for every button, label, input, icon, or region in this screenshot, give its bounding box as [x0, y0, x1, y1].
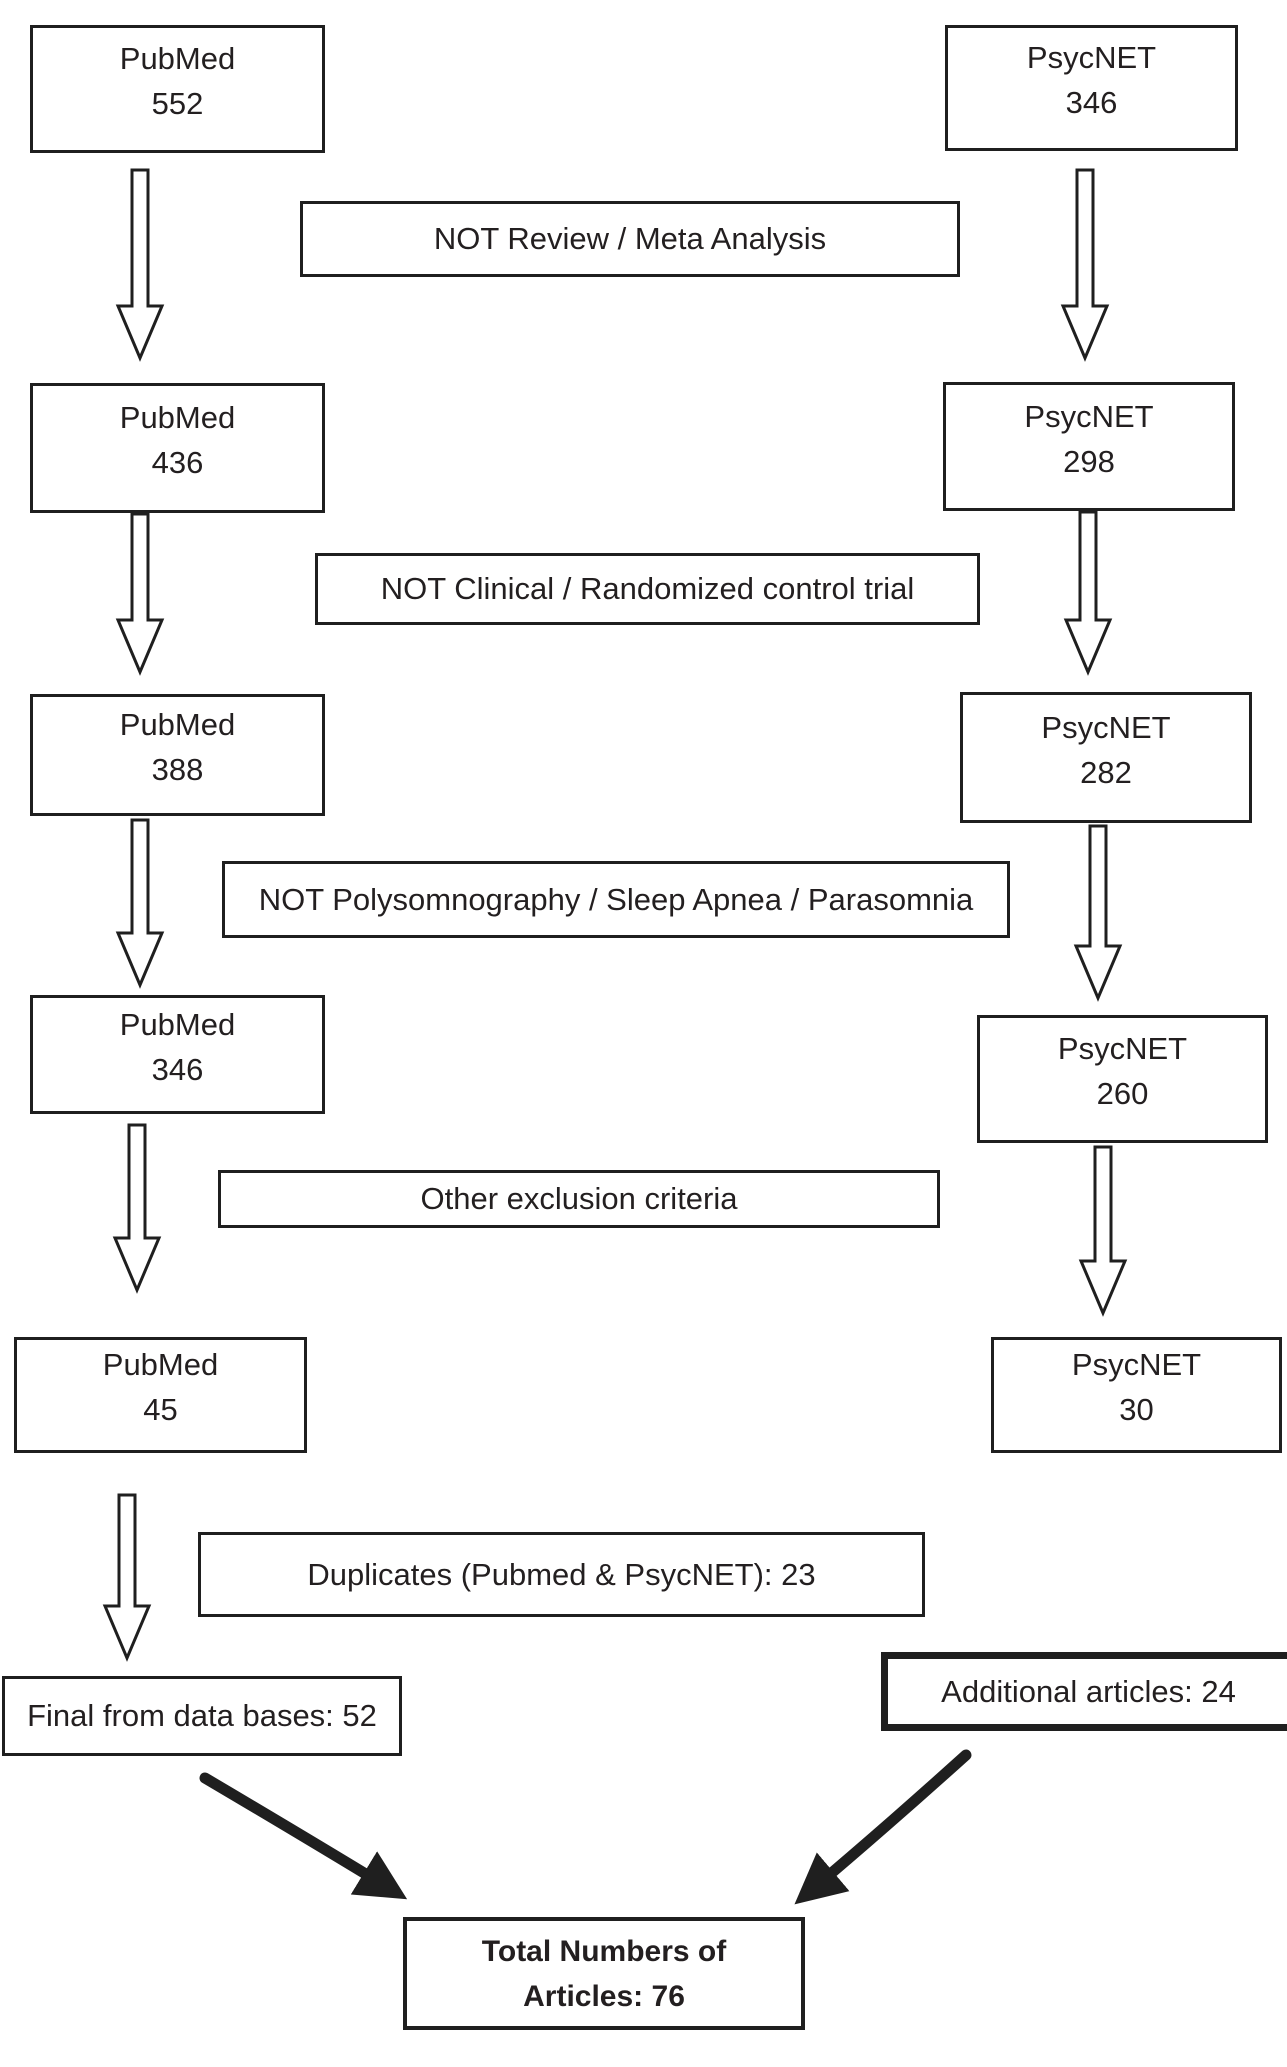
pubmed-box-45: PubMed 45 [14, 1337, 307, 1453]
filter-label: NOT Review / Meta Analysis [433, 221, 827, 256]
psycnet-box-298: PsycNET 298 [943, 382, 1235, 511]
additional-articles-label: Additional articles: 24 [941, 1673, 1236, 1709]
arrow-pubmed-436-to-388 [115, 512, 165, 676]
filter-box-not-clinical: NOT Clinical / Randomized control trial [315, 553, 980, 625]
filter-label: NOT Polysomnography / Sleep Apnea / Para… [258, 881, 974, 917]
db-source-label: PsycNET [1057, 1031, 1188, 1067]
filter-box-not-review: NOT Review / Meta Analysis [300, 201, 960, 277]
filter-box-duplicates: Duplicates (Pubmed & PsycNET): 23 [198, 1532, 925, 1617]
db-count: 298 [1063, 443, 1115, 479]
db-count: 30 [1119, 1392, 1154, 1427]
filter-label: Duplicates (Pubmed & PsycNET): 23 [307, 1556, 816, 1592]
arrow-pubmed-346-to-45 [112, 1123, 162, 1294]
total-articles-box: Total Numbers of Articles: 76 [403, 1917, 805, 2030]
db-source-label: PubMed [119, 400, 236, 436]
pubmed-box-346: PubMed 346 [30, 995, 325, 1114]
db-source-label: PsycNET [1071, 1347, 1202, 1383]
arrow-psycnet-346-to-298 [1060, 168, 1110, 362]
db-count: 282 [1080, 754, 1132, 790]
arrow-pubmed-45-to-final [102, 1493, 152, 1662]
arrow-pubmed-552-to-436 [115, 168, 165, 362]
additional-articles-box: Additional articles: 24 [881, 1652, 1287, 1731]
filter-box-not-polysomnography: NOT Polysomnography / Sleep Apnea / Para… [222, 861, 1010, 938]
pubmed-box-388: PubMed 388 [30, 694, 325, 816]
total-articles-line1: Total Numbers of [481, 1934, 727, 1968]
db-source-label: PubMed [119, 1006, 236, 1042]
db-count: 45 [143, 1392, 178, 1427]
db-count: 552 [151, 86, 204, 121]
db-count: 346 [151, 1051, 204, 1087]
psycnet-box-282: PsycNET 282 [960, 692, 1252, 823]
db-count: 388 [151, 752, 204, 787]
total-articles-line2: Articles: 76 [523, 1979, 685, 2013]
db-source-label: PubMed [102, 1347, 219, 1383]
pubmed-box-552: PubMed 552 [30, 25, 325, 153]
arrow-psycnet-260-to-30 [1078, 1145, 1128, 1317]
arrow-psycnet-298-to-282 [1063, 510, 1113, 676]
final-from-databases-box: Final from data bases: 52 [2, 1676, 402, 1756]
filter-label: Other exclusion criteria [420, 1181, 738, 1216]
arrow-additional-to-total [794, 1749, 972, 1905]
db-source-label: PubMed [119, 41, 236, 77]
psycnet-box-260: PsycNET 260 [977, 1015, 1268, 1143]
db-source-label: PsycNET [1024, 398, 1154, 434]
db-count: 346 [1065, 85, 1118, 120]
arrow-psycnet-282-to-260 [1073, 824, 1123, 1002]
arrow-final-to-total [199, 1772, 408, 1900]
filter-label: NOT Clinical / Randomized control trial [380, 571, 915, 606]
db-source-label: PubMed [119, 707, 236, 743]
arrow-pubmed-388-to-346 [115, 818, 165, 989]
pubmed-box-436: PubMed 436 [30, 383, 325, 513]
db-count: 436 [151, 445, 204, 480]
db-count: 260 [1096, 1076, 1149, 1111]
db-source-label: PsycNET [1026, 40, 1157, 76]
psycnet-box-30: PsycNET 30 [991, 1337, 1282, 1453]
psycnet-box-346: PsycNET 346 [945, 25, 1238, 151]
db-source-label: PsycNET [1041, 709, 1171, 745]
filter-box-other-exclusion: Other exclusion criteria [218, 1170, 940, 1228]
final-from-databases-label: Final from data bases: 52 [27, 1698, 377, 1733]
